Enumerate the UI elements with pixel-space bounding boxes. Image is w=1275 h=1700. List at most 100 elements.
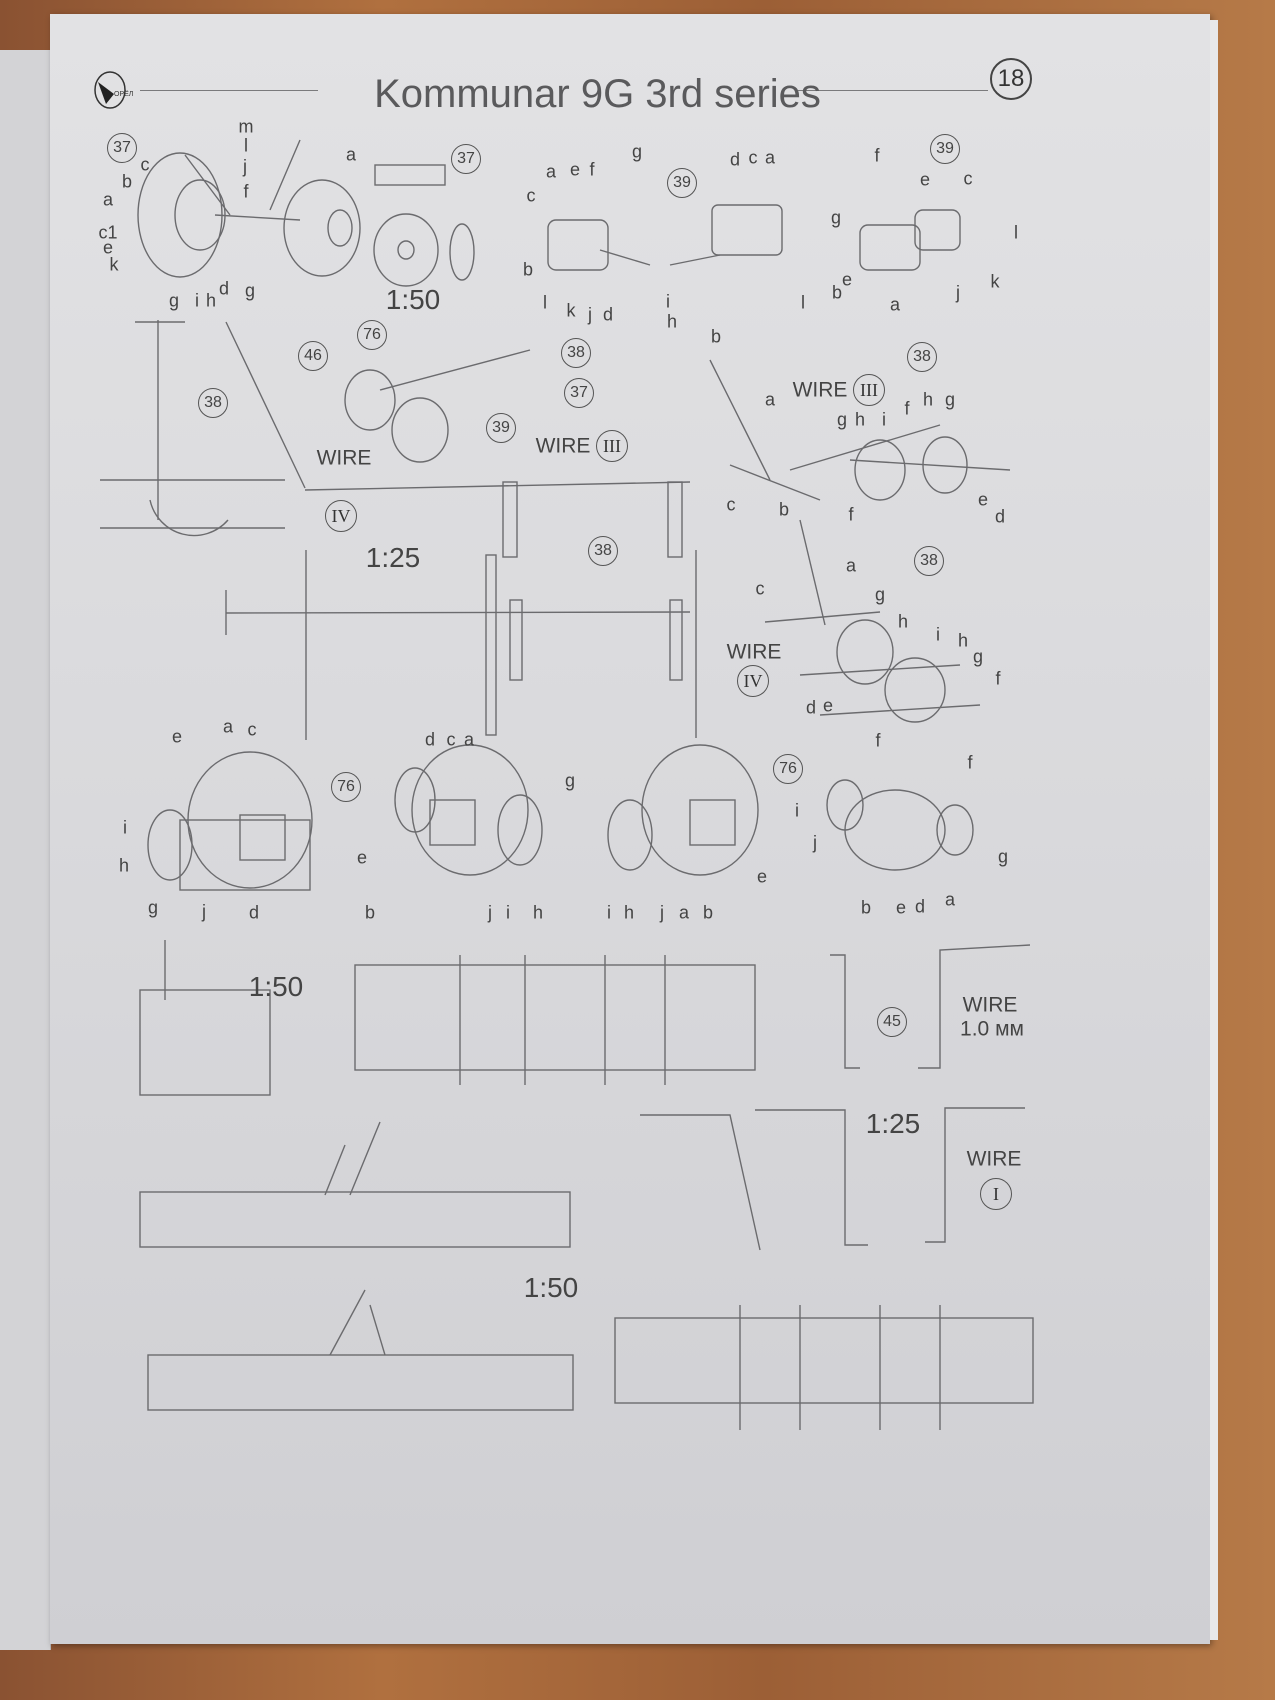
page-stack-edge <box>1210 20 1218 1640</box>
part-letter-label: h <box>118 855 130 876</box>
wire-gauge-badge: I <box>980 1178 1012 1210</box>
part-letter-label: e <box>356 847 368 868</box>
part-letter-label: d <box>424 729 436 750</box>
part-letter-label: f <box>875 730 881 751</box>
part-letter-label: l <box>801 292 805 313</box>
part-letter-label: a <box>764 389 776 410</box>
part-callout: 76 <box>773 754 803 784</box>
part-letter-label: g <box>997 846 1009 867</box>
chassis-overview-drawing <box>344 349 531 463</box>
wire-size-label: 1.0 мм <box>960 1017 1024 1041</box>
part-callout: 38 <box>561 338 591 368</box>
part-letter-label: g <box>944 389 956 410</box>
part-letter-label: j <box>243 156 247 177</box>
part-letter-label: a <box>545 161 557 182</box>
part-letter-label: a <box>944 889 956 910</box>
part-letter-label: e <box>977 489 989 510</box>
part-letter-label: l <box>1014 222 1018 243</box>
part-letter-label: b <box>831 282 843 303</box>
part-letter-label: i <box>666 291 670 312</box>
part-letter-label: j <box>488 902 492 923</box>
wire-gauge-badge: IV <box>737 665 769 697</box>
scale-label: 1:50 <box>385 284 441 315</box>
part-letter-label: b <box>364 902 376 923</box>
header-rule-left <box>140 90 318 91</box>
wire-label: WIRE <box>535 434 591 458</box>
part-letter-label: h <box>854 409 866 430</box>
scale-label: 1:25 <box>365 542 421 573</box>
part-letter-label: g <box>631 141 643 162</box>
part-callout: 39 <box>667 168 697 198</box>
wire-label: WIRE <box>726 640 782 664</box>
part-letter-label: e <box>822 695 834 716</box>
header-rule-right <box>798 90 988 91</box>
part-callout: 38 <box>588 536 618 566</box>
part-letter-label: i <box>882 409 886 430</box>
part-letter-label: j <box>660 902 664 923</box>
part-callout: 38 <box>198 388 228 418</box>
part-letter-label: c <box>748 147 758 168</box>
part-letter-label: b <box>121 171 133 192</box>
part-callout: 37 <box>564 378 594 408</box>
part-letter-label: k <box>990 271 1000 292</box>
part-letter-label: e <box>919 169 931 190</box>
part-callout: 76 <box>357 320 387 350</box>
part-letter-label: c <box>963 168 973 189</box>
part-letter-label: f <box>904 398 910 419</box>
part-callout: 76 <box>331 772 361 802</box>
part-letter-label: e <box>569 159 581 180</box>
part-letter-label: i <box>123 817 127 838</box>
part-letter-label: e <box>841 269 853 290</box>
part-callout: 37 <box>451 144 481 174</box>
differential-76-drawings <box>147 744 974 891</box>
wire-linkage-drawings <box>709 359 1011 723</box>
gearbox-39-drawings <box>547 204 961 271</box>
wire-label: WIRE <box>792 378 848 402</box>
part-letter-label: h <box>897 611 909 632</box>
part-letter-label: l <box>244 135 248 156</box>
wire-gauge-badge: III <box>596 430 628 462</box>
part-callout: 46 <box>298 341 328 371</box>
part-letter-label: c <box>726 494 736 515</box>
part-letter-label: d <box>602 304 614 325</box>
part-letter-label: d <box>729 149 741 170</box>
wire-label: WIRE <box>966 1147 1022 1171</box>
part-letter-label: d <box>805 697 817 718</box>
orel-logo-icon: ОРЁЛ <box>94 71 134 109</box>
part-letter-label: b <box>710 326 722 347</box>
part-letter-label: k <box>566 300 576 321</box>
part-letter-label: a <box>102 189 114 210</box>
steering-38-drawing <box>100 320 691 558</box>
part-letter-label: c1 <box>98 222 118 243</box>
part-letter-label: c <box>446 729 456 750</box>
part-callout: 39 <box>486 413 516 443</box>
part-letter-label: i <box>607 902 611 923</box>
scale-label: 1:25 <box>865 1108 921 1139</box>
part-letter-label: h <box>957 630 969 651</box>
part-letter-label: a <box>678 902 690 923</box>
part-letter-label: j <box>813 832 817 853</box>
part-letter-label: g <box>168 290 180 311</box>
part-letter-label: g <box>972 646 984 667</box>
part-letter-label: a <box>845 555 857 576</box>
part-letter-label: g <box>564 770 576 791</box>
svg-text:ОРЁЛ: ОРЁЛ <box>114 90 134 98</box>
part-letter-label: a <box>345 144 357 165</box>
part-letter-label: d <box>914 896 926 917</box>
part-letter-label: c <box>140 154 150 175</box>
part-letter-label: a <box>889 294 901 315</box>
part-letter-label: a <box>222 716 234 737</box>
part-letter-label: i <box>506 902 510 923</box>
part-callout: 39 <box>930 134 960 164</box>
part-letter-label: a <box>463 729 475 750</box>
part-letter-label: h <box>205 290 217 311</box>
part-letter-label: g <box>836 409 848 430</box>
part-callout: 38 <box>914 546 944 576</box>
part-letter-label: b <box>860 897 872 918</box>
part-letter-label: i <box>936 624 940 645</box>
part-letter-label: e <box>171 726 183 747</box>
part-letter-label: c <box>247 719 257 740</box>
tie-rod-38-drawing <box>225 550 697 740</box>
part-letter-label: h <box>666 311 678 332</box>
